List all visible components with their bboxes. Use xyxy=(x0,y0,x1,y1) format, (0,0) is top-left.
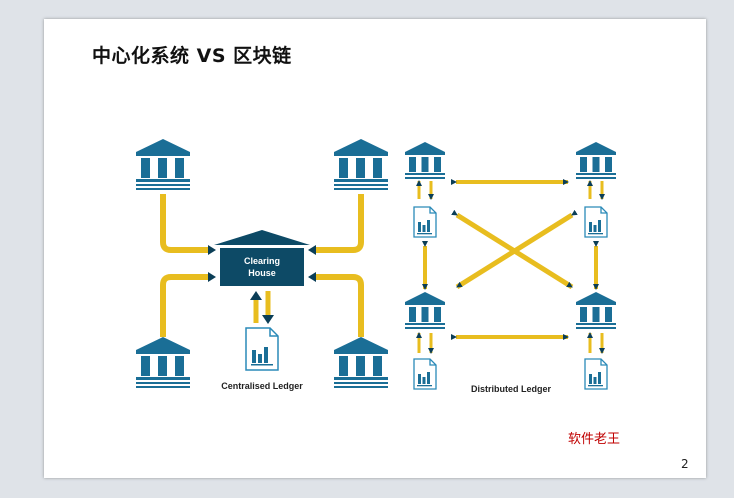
slide-title: 中心化系统 VS 区块链 xyxy=(92,45,292,67)
watermark-text: 软件老王 xyxy=(568,432,621,447)
connector-bottom-right xyxy=(316,274,364,337)
node-bottom-right-ledger-icon xyxy=(584,358,608,390)
connector-diagonal-2 xyxy=(455,209,578,290)
node-top-right-bank-icon xyxy=(576,142,616,179)
bank-bottom-right-icon xyxy=(334,337,388,388)
bank-top-right-icon xyxy=(334,139,388,190)
bank-bottom-left-icon xyxy=(136,337,190,388)
clearing-house-label-line1: Clearing xyxy=(244,256,280,266)
page-number: 2 xyxy=(681,457,689,471)
ledger-comparison-diagram: Clearing House Centralised Ledger xyxy=(136,139,616,394)
node-bottom-left-bank-icon xyxy=(405,292,445,329)
connector-top-left xyxy=(160,194,208,253)
arrowhead-icon xyxy=(308,245,316,255)
connector-bottom-left xyxy=(160,274,208,337)
arrowhead-icon xyxy=(208,272,216,282)
arrowhead-icon xyxy=(208,245,216,255)
arrowhead-icon xyxy=(308,272,316,282)
node-top-left-ledger-icon xyxy=(413,206,437,238)
centralised-ledger-caption: Centralised Ledger xyxy=(221,381,303,391)
clearing-house: Clearing House xyxy=(214,230,310,286)
distributed-system: Distributed Ledger xyxy=(405,142,616,394)
node-top-right-ledger-icon xyxy=(584,206,608,238)
clearing-house-label-line2: House xyxy=(248,268,276,278)
centralised-ledger-icon xyxy=(245,327,279,371)
connector-top-right xyxy=(316,194,364,253)
node-bottom-left-ledger-icon xyxy=(413,358,437,390)
node-bottom-right-bank-icon xyxy=(576,292,616,329)
centralised-system: Clearing House Centralised Ledger xyxy=(136,139,388,391)
distributed-ledger-caption: Distributed Ledger xyxy=(471,384,552,394)
slide: 中心化系统 VS 区块链 xyxy=(44,19,706,478)
bank-top-left-icon xyxy=(136,139,190,190)
node-top-left-bank-icon xyxy=(405,142,445,179)
